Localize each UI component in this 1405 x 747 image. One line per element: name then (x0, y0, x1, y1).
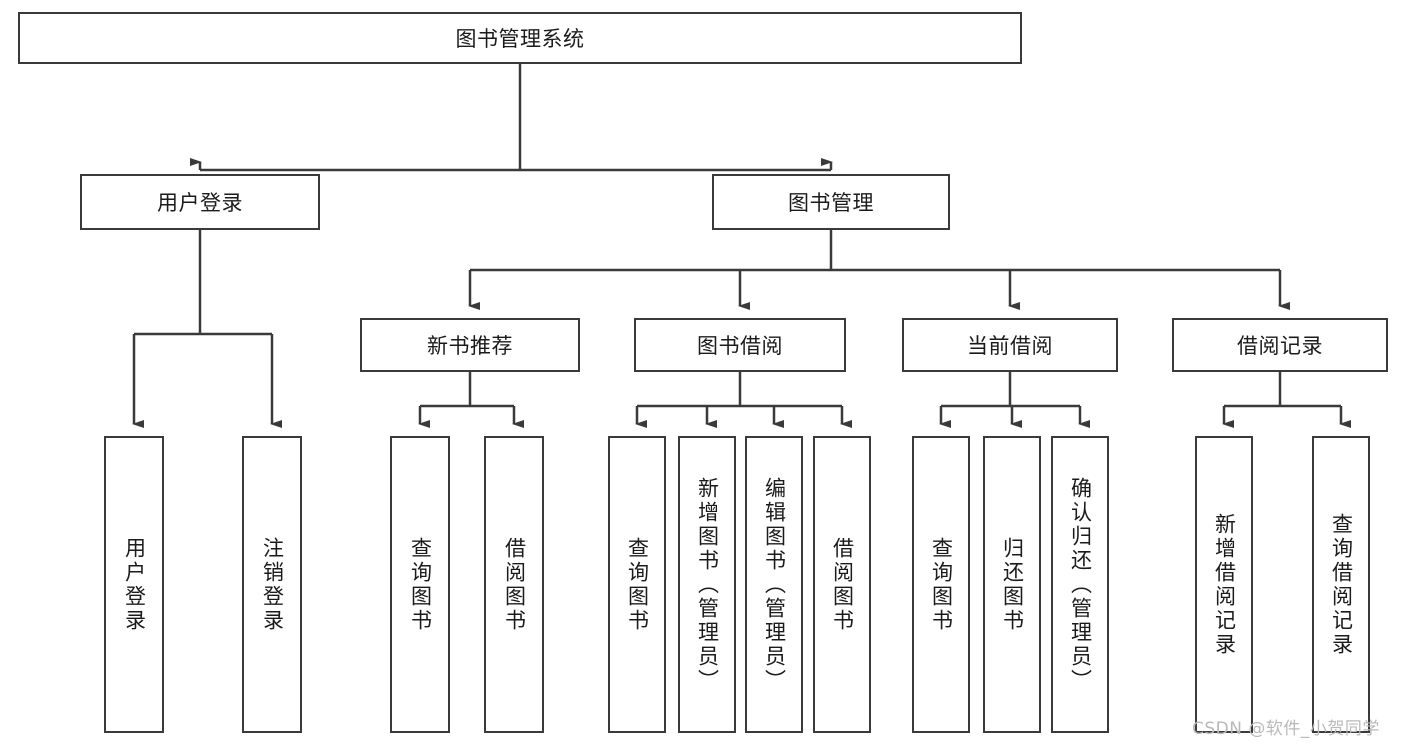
node-leaf-record-query[interactable]: 查询借阅记录 (1312, 436, 1370, 733)
node-book-manage[interactable]: 图书管理 (712, 174, 950, 230)
node-label: 查询图书 (929, 536, 954, 633)
node-leaf-current-confirm-return[interactable]: 确认归还（管理员） (1051, 436, 1109, 733)
node-label: 借阅图书 (830, 536, 855, 633)
node-leaf-borrow-query-book[interactable]: 查询图书 (608, 436, 666, 733)
node-leaf-user-login[interactable]: 用户登录 (104, 436, 164, 733)
node-label: 当前借阅 (967, 334, 1053, 358)
node-label: 图书借阅 (697, 334, 783, 358)
node-label: 确认归还（管理员） (1068, 476, 1093, 693)
node-label: 用户登录 (122, 536, 147, 633)
node-current-borrow[interactable]: 当前借阅 (902, 318, 1118, 372)
node-label: 借阅图书 (502, 536, 527, 633)
node-leaf-borrow-add-book[interactable]: 新增图书（管理员） (678, 436, 736, 733)
csdn-watermark: CSDN @软件_小贺同学 (1192, 719, 1380, 739)
node-leaf-current-return-book[interactable]: 归还图书 (983, 436, 1041, 733)
node-leaf-rec-query-book[interactable]: 查询图书 (390, 436, 450, 733)
node-label: 查询借阅记录 (1329, 512, 1354, 657)
node-label: 借阅记录 (1237, 334, 1323, 358)
node-leaf-borrow-borrow-book[interactable]: 借阅图书 (813, 436, 871, 733)
node-leaf-current-query-book[interactable]: 查询图书 (912, 436, 970, 733)
node-label: 用户登录 (157, 191, 243, 215)
node-new-book-rec[interactable]: 新书推荐 (360, 318, 580, 372)
node-borrow-record[interactable]: 借阅记录 (1172, 318, 1388, 372)
node-book-borrow[interactable]: 图书借阅 (634, 318, 846, 372)
node-label: 归还图书 (1000, 536, 1025, 633)
node-leaf-rec-borrow-book[interactable]: 借阅图书 (484, 436, 544, 733)
node-leaf-record-add[interactable]: 新增借阅记录 (1195, 436, 1253, 733)
node-label: 新增借阅记录 (1212, 512, 1237, 657)
node-user-login[interactable]: 用户登录 (80, 174, 320, 230)
node-label: 注销登录 (260, 536, 285, 633)
node-label: 查询图书 (625, 536, 650, 633)
node-leaf-borrow-edit-book[interactable]: 编辑图书（管理员） (745, 436, 803, 733)
node-root[interactable]: 图书管理系统 (18, 12, 1022, 64)
node-leaf-user-logout[interactable]: 注销登录 (242, 436, 302, 733)
node-label: 图书管理系统 (455, 27, 585, 51)
node-label: 查询图书 (408, 536, 433, 633)
node-label: 新书推荐 (427, 334, 513, 358)
node-label: 新增图书（管理员） (695, 476, 720, 693)
node-label: 图书管理 (788, 191, 874, 215)
node-label: 编辑图书（管理员） (762, 476, 787, 693)
